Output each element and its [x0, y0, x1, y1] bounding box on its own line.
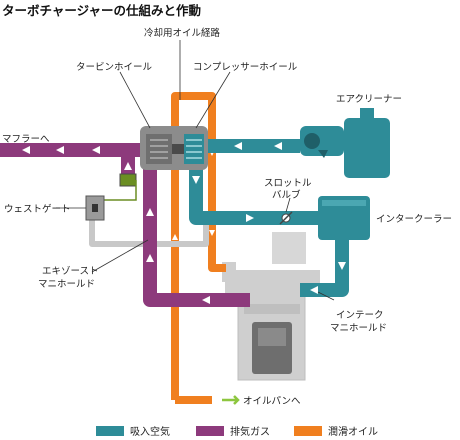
label-to-muffler: マフラーへ [2, 134, 50, 145]
engine-block [222, 232, 320, 381]
compressor-wheel [184, 134, 204, 164]
intercooler [318, 196, 370, 240]
legend-label-oil: 潤滑オイル [328, 426, 378, 438]
throttle-valve [279, 211, 293, 225]
exhaust-flow-arrows [22, 146, 210, 304]
turbocharger [140, 126, 208, 170]
label-intake-manifold-line2: マニホールド [330, 323, 387, 334]
arrow-right-icon [222, 395, 240, 405]
label-throttle-valve-line2: バルブ [272, 189, 301, 201]
label-throttle-valve-line1: スロットル [264, 178, 312, 189]
legend-swatch-intake [96, 426, 124, 436]
legend: 吸入空気 排気ガス 潤滑オイル [96, 425, 378, 438]
label-exhaust-manifold-line1: エキゾースト [42, 266, 99, 277]
oil-path [171, 92, 226, 404]
label-turbine-wheel: タービンホイール [76, 62, 153, 73]
air-cleaner [300, 108, 390, 178]
label-compressor-wheel: コンプレッサーホイール [193, 62, 298, 73]
label-to-oil-pan: オイルパンへ [243, 396, 301, 407]
label-wastegate: ウェストゲート [4, 203, 71, 215]
diagram-title: ターボチャージャーの仕組みと作動 [2, 3, 201, 18]
label-intercooler: インタークーラー [376, 214, 452, 225]
intake-flow-arrows [192, 142, 346, 294]
wastegate-valve [119, 173, 137, 187]
label-intake-manifold-line1: インテーク [336, 310, 384, 321]
legend-swatch-oil [294, 426, 322, 436]
legend-label-exhaust: 排気ガス [230, 425, 270, 438]
label-air-cleaner: エアクリーナー [336, 94, 402, 105]
turbine-wheel [146, 134, 172, 164]
legend-swatch-exhaust [196, 426, 224, 436]
label-cooling-oil-path: 冷却用オイル経路 [144, 27, 221, 39]
label-exhaust-manifold-line2: マニホールド [38, 279, 95, 290]
leader-lines [56, 40, 335, 301]
legend-label-intake: 吸入空気 [130, 425, 170, 438]
